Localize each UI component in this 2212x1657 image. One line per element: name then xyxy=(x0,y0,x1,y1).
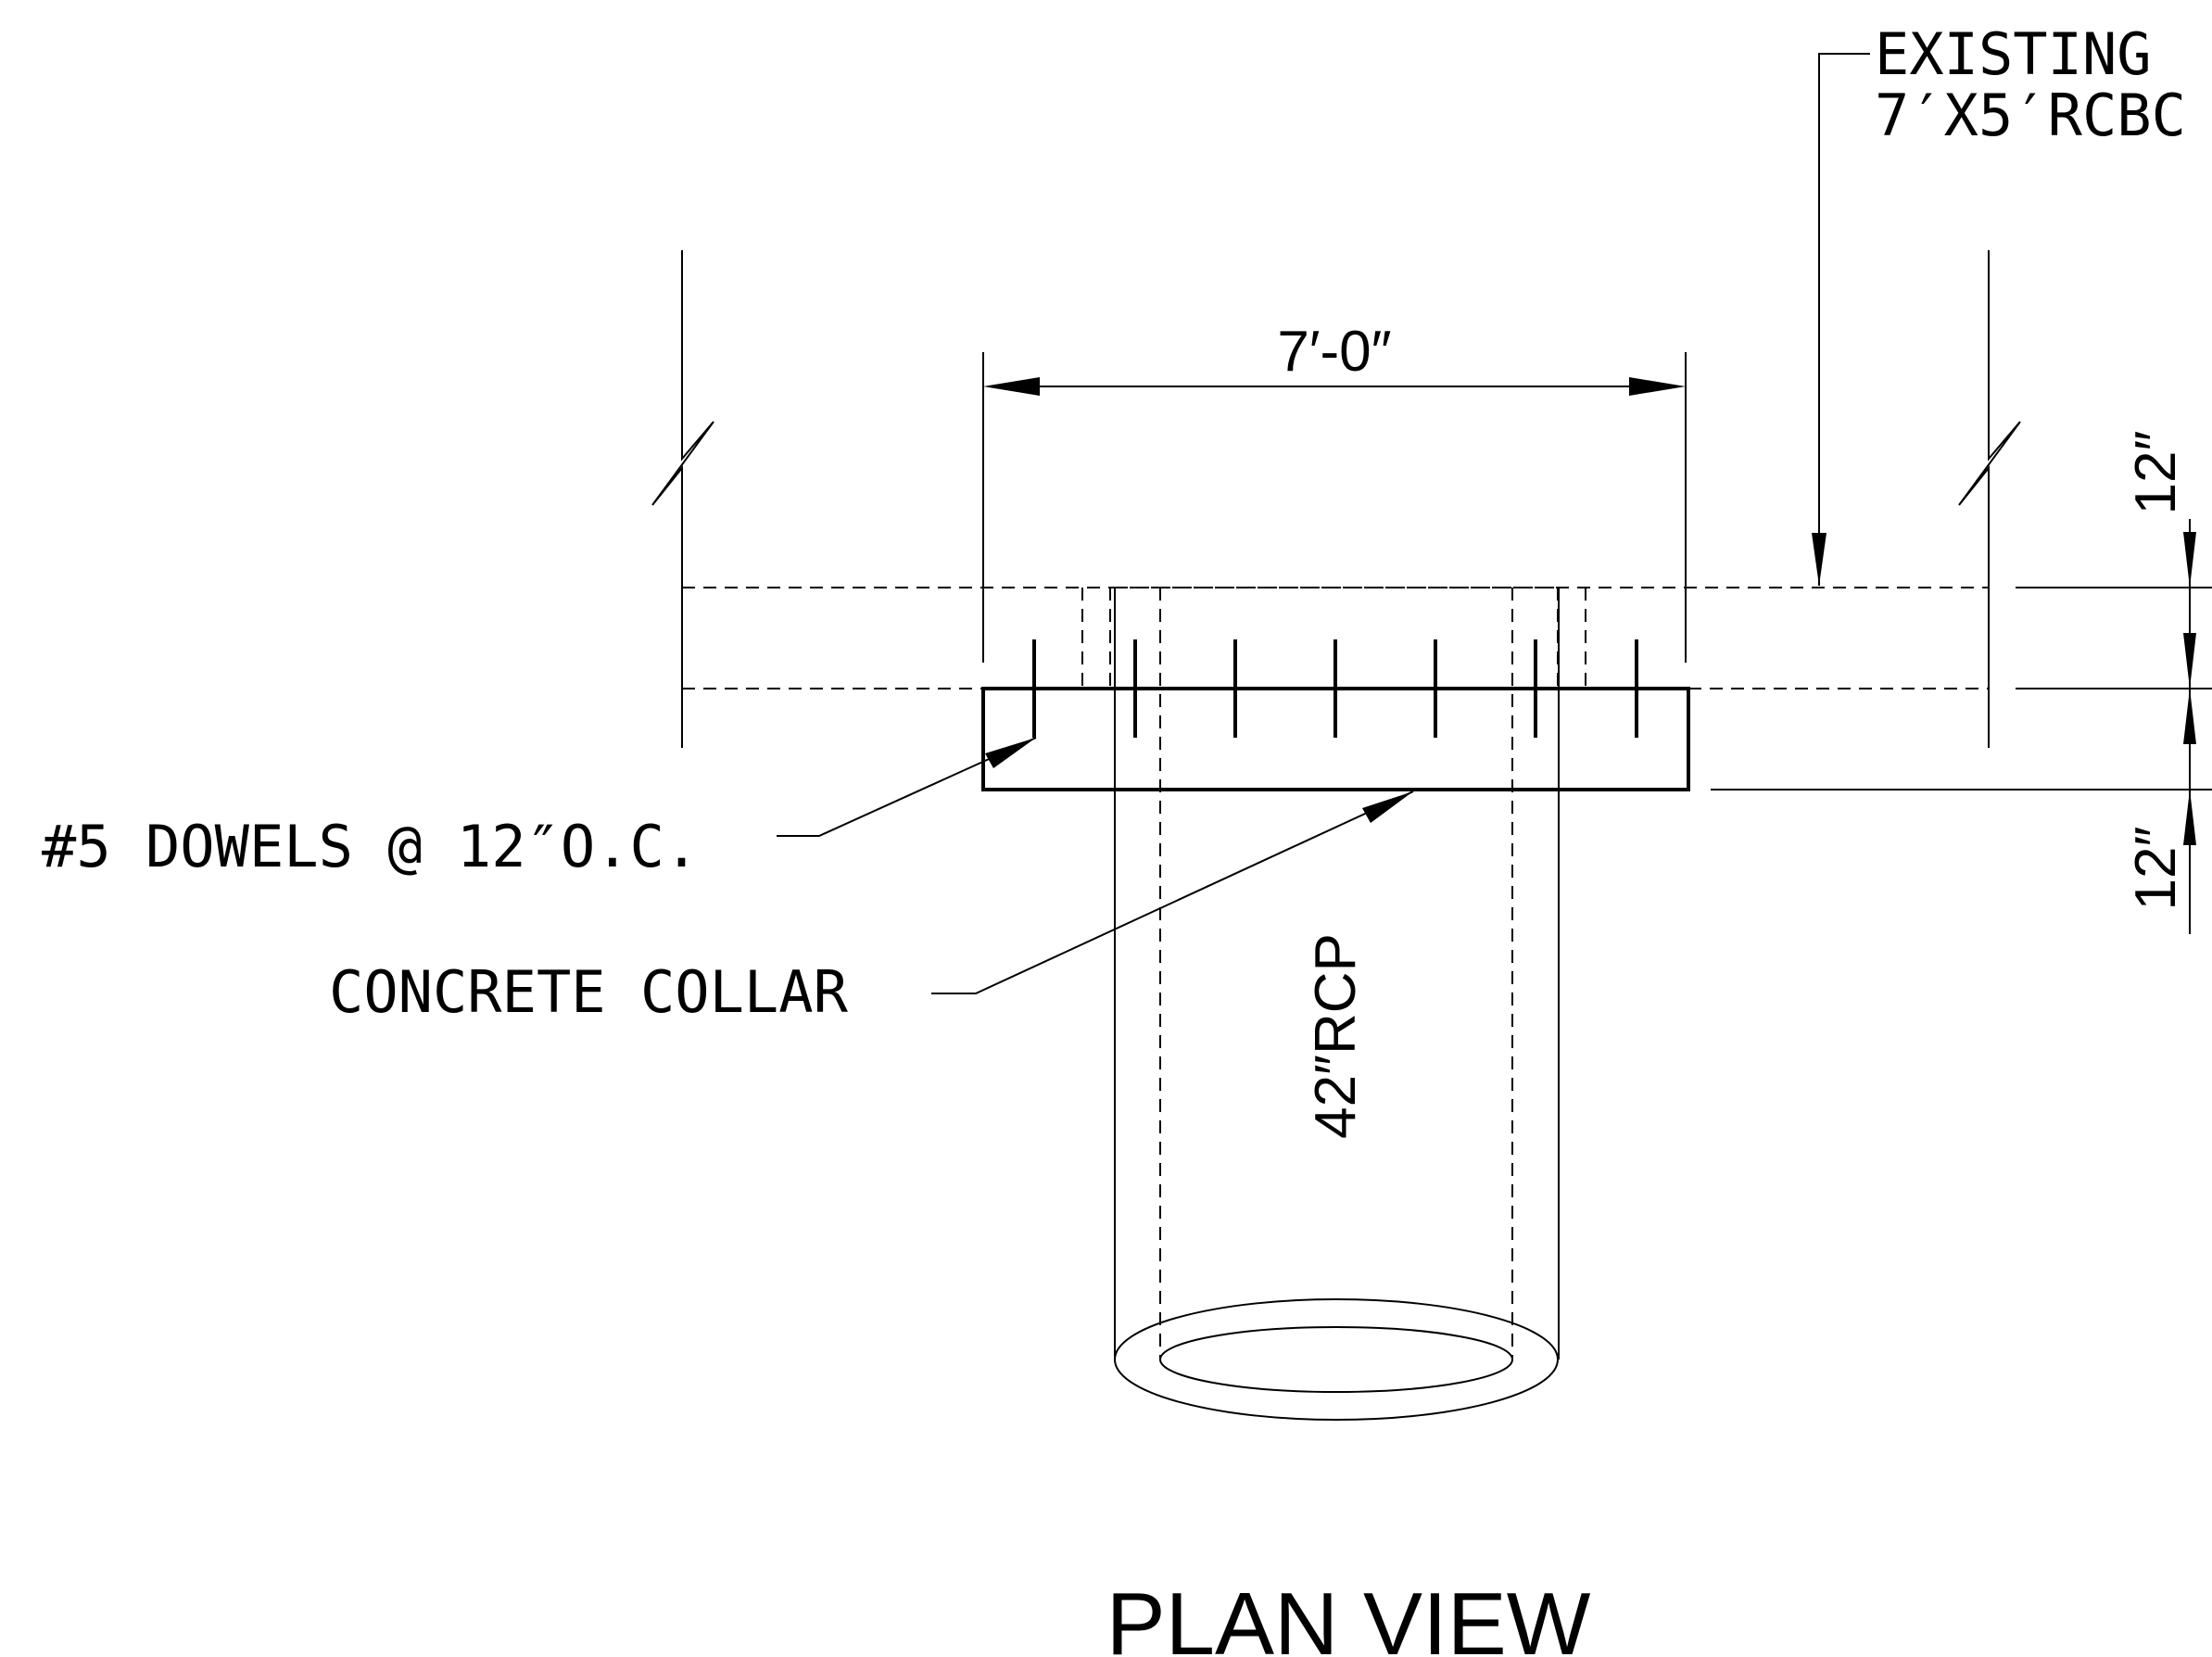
bottom-thickness-label: 12″ xyxy=(2124,827,2188,911)
existing-culvert-leader xyxy=(1812,53,1870,586)
dowel-bars xyxy=(1032,639,1638,738)
pipe-outer-end xyxy=(1114,1298,1559,1421)
width-dimension xyxy=(982,352,1687,663)
pipe-label: 42″RCP xyxy=(1304,933,1368,1139)
collar-label: CONCRETE COLLAR xyxy=(329,958,849,1026)
dowels-label: #5 DOWELS @ 12″O.C. xyxy=(42,813,699,880)
view-title: PLAN VIEW xyxy=(1106,1575,1591,1657)
rcp-pipe xyxy=(1114,587,1560,1421)
top-thickness-label: 12″ xyxy=(2124,431,2188,515)
collar-leader xyxy=(931,791,1414,994)
dowels-leader xyxy=(777,737,1037,837)
width-dimension-label: 7′-0″ xyxy=(1277,320,1391,384)
thickness-dimensions xyxy=(1711,519,2212,934)
right-wall-break-line xyxy=(1958,250,2021,748)
existing-culvert-walls xyxy=(651,250,2021,748)
existing-culvert-label-line2: 7′X5′RCBC xyxy=(1875,82,2186,149)
left-wall-break-line xyxy=(651,250,714,748)
existing-culvert-label-line1: EXISTING xyxy=(1875,20,2152,88)
pipe-inner-end xyxy=(1159,1326,1513,1393)
